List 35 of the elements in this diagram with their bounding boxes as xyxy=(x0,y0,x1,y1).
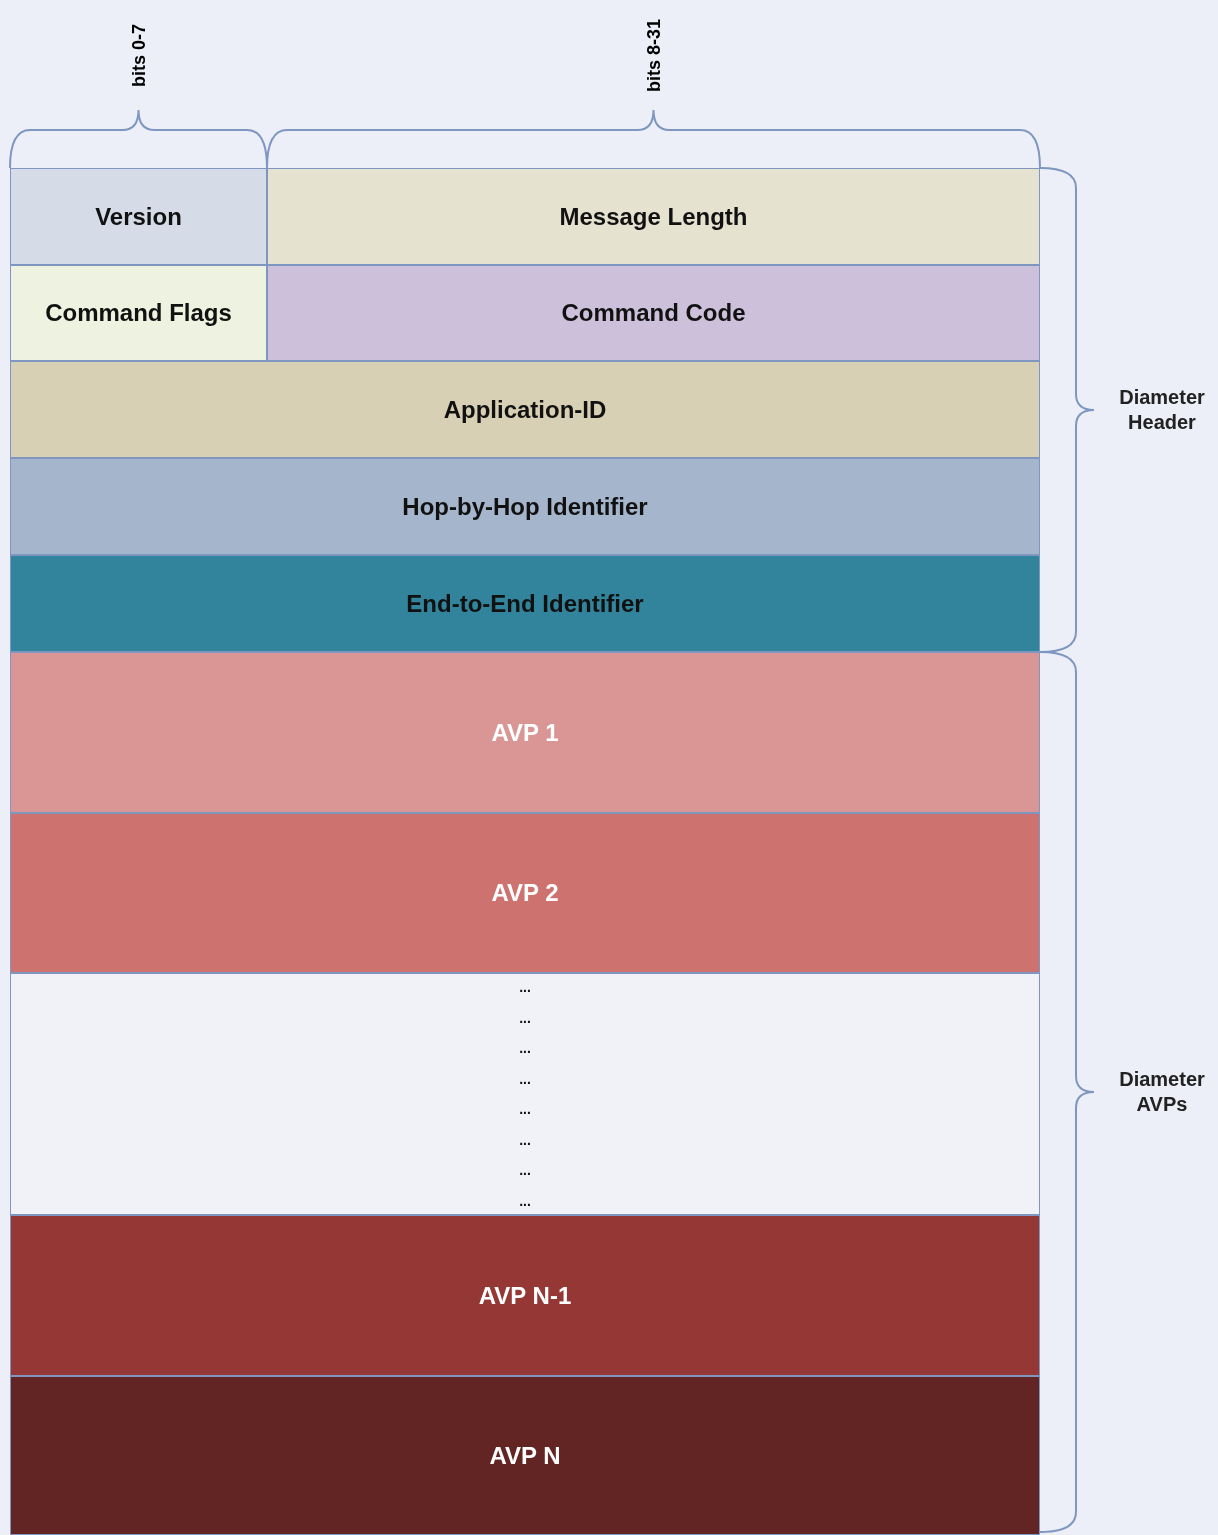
header-field xyxy=(10,1215,1040,1376)
bit-range-label: bits 8-31 xyxy=(643,18,664,94)
header-field xyxy=(267,265,1040,361)
header-field xyxy=(267,168,1040,265)
field-name: AVP N xyxy=(489,1441,561,1470)
header-field xyxy=(10,813,1040,973)
field-name: Message Length xyxy=(559,202,748,231)
header-field xyxy=(10,1376,1040,1535)
field-name: Command Flags xyxy=(45,299,232,327)
field-name: Hop-by-Hop Identifier xyxy=(402,492,648,521)
ellipsis-mark: ... xyxy=(519,1100,531,1119)
ellipsis-mark: ... xyxy=(519,1039,531,1058)
header-field xyxy=(10,168,267,265)
ellipsis-mark: ... xyxy=(519,1161,531,1180)
field-name: Application-ID xyxy=(443,395,607,424)
header-field xyxy=(10,555,1040,652)
section-label: Diameter Header xyxy=(1118,385,1206,435)
header-field xyxy=(10,265,267,361)
bit-range-label: bits 0-7 xyxy=(128,23,149,89)
ellipsis-mark: ... xyxy=(519,1008,531,1028)
gap-area xyxy=(10,973,1040,1215)
field-name: AVP N-1 xyxy=(478,1281,572,1310)
ellipsis-mark: ... xyxy=(519,978,531,997)
ellipsis-mark: ... xyxy=(519,1069,531,1089)
ellipsis-mark: ... xyxy=(519,1130,531,1150)
field-name: Version xyxy=(95,202,182,231)
field-name: AVP 1 xyxy=(491,718,559,747)
field-name: End-to-End Identifier xyxy=(406,589,644,618)
field-name: AVP 2 xyxy=(491,879,559,907)
section-label: Diameter AVPs xyxy=(1118,1067,1206,1117)
header-field xyxy=(10,652,1040,813)
ellipsis-mark: ... xyxy=(519,1191,531,1211)
header-field xyxy=(10,458,1040,555)
header-field xyxy=(10,361,1040,458)
field-name: Command Code xyxy=(561,299,746,327)
